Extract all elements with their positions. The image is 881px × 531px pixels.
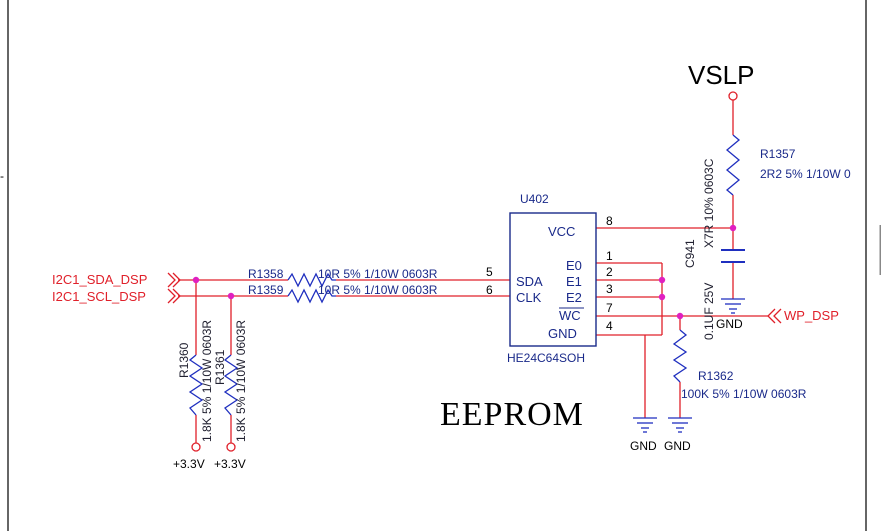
ic-ref: U402 (520, 192, 549, 206)
pin-vcc-label: VCC (548, 224, 575, 239)
ground-symbols (633, 297, 745, 433)
v33-power-icon-b (226, 442, 236, 452)
offsheet-connector-icons (167, 272, 782, 324)
pin-num-3: 3 (606, 282, 613, 296)
pin-gnd-label: GND (548, 326, 577, 341)
junction-scl (227, 292, 235, 300)
scl-port-icon (167, 288, 176, 304)
pin-num-6: 6 (486, 283, 493, 297)
r1358-ref: R1358 (248, 267, 284, 281)
net-sda-label: I2C1_SDA_DSP (52, 272, 147, 287)
frame-mark: - (0, 169, 4, 183)
r1359-ref: R1359 (248, 283, 284, 297)
r1361-symbol (223, 354, 239, 416)
wp-port-icon (767, 308, 776, 324)
r1358-value: 10R 5% 1/10W 0603R (318, 267, 438, 281)
junction-sda (192, 276, 200, 284)
junction-e1 (658, 276, 666, 284)
junction-wc (676, 312, 684, 320)
vslp-label: VSLP (688, 60, 755, 90)
pin-num-1: 1 (606, 249, 613, 263)
sheet-frame (7, 0, 881, 531)
scl-port-icon-2 (172, 288, 181, 304)
gnd-label-cap: GND (716, 317, 743, 331)
v33-label-b: +3.3V (214, 457, 246, 471)
r1362-symbol (672, 329, 688, 383)
wp-port-icon-2 (773, 308, 782, 324)
pin-num-2: 2 (606, 265, 613, 279)
r1360-value: 1.8K 5% 1/10W 0603R (200, 320, 214, 442)
junction-vcc (729, 224, 737, 232)
net-wp-label: WP_DSP (784, 308, 839, 323)
v33-label-a: +3.3V (173, 457, 205, 471)
r1359-value: 10R 5% 1/10W 0603R (318, 283, 438, 297)
resistor-zigzags (188, 134, 741, 416)
junction-dots (192, 224, 737, 320)
r1360-ref: R1360 (177, 342, 191, 378)
r1360-symbol (188, 354, 204, 416)
block-title: EEPROM (440, 396, 584, 433)
gnd-label-ic: GND (630, 439, 657, 453)
gnd-label-wc: GND (664, 439, 691, 453)
r1357-value: 2R2 5% 1/10W 0 (760, 167, 851, 181)
c941-value-b: 0.1UF 25V (702, 283, 716, 340)
pin-wc-label: WC (559, 308, 581, 323)
pin-e1-label: E1 (566, 274, 582, 289)
r1361-value: 1.8K 5% 1/10W 0603R (234, 320, 248, 442)
c941-ref: C941 (683, 239, 697, 268)
c941-value-a: X7R 10% 0603C (702, 158, 716, 248)
r1357-symbol (725, 134, 741, 196)
pin-num-4: 4 (606, 319, 613, 333)
sda-port-icon (167, 272, 176, 288)
pin-e2-label: E2 (566, 290, 582, 305)
junction-e2 (658, 293, 666, 301)
ic-part: HE24C64SOH (507, 351, 585, 365)
vslp-power-icon (728, 91, 738, 101)
r1359-symbol (287, 288, 336, 304)
sda-port-icon-2 (172, 272, 181, 288)
r1357-ref: R1357 (760, 147, 796, 161)
r1362-ref: R1362 (698, 369, 734, 383)
pin-sda-label: SDA (516, 274, 543, 289)
c941-symbol (721, 249, 745, 263)
pin-e0-label: E0 (566, 258, 582, 273)
net-scl-label: I2C1_SCL_DSP (52, 289, 146, 304)
pin-clk-label: CLK (516, 290, 542, 305)
r1361-ref: R1361 (213, 349, 227, 385)
pin-num-7: 7 (606, 301, 613, 315)
r1362-value: 100K 5% 1/10W 0603R (681, 387, 807, 401)
v33-power-icon-a (191, 442, 201, 452)
pin-num-5: 5 (486, 265, 493, 279)
r1358-symbol (287, 272, 336, 288)
ic-body[interactable] (509, 212, 597, 347)
pin-num-8: 8 (606, 214, 613, 228)
